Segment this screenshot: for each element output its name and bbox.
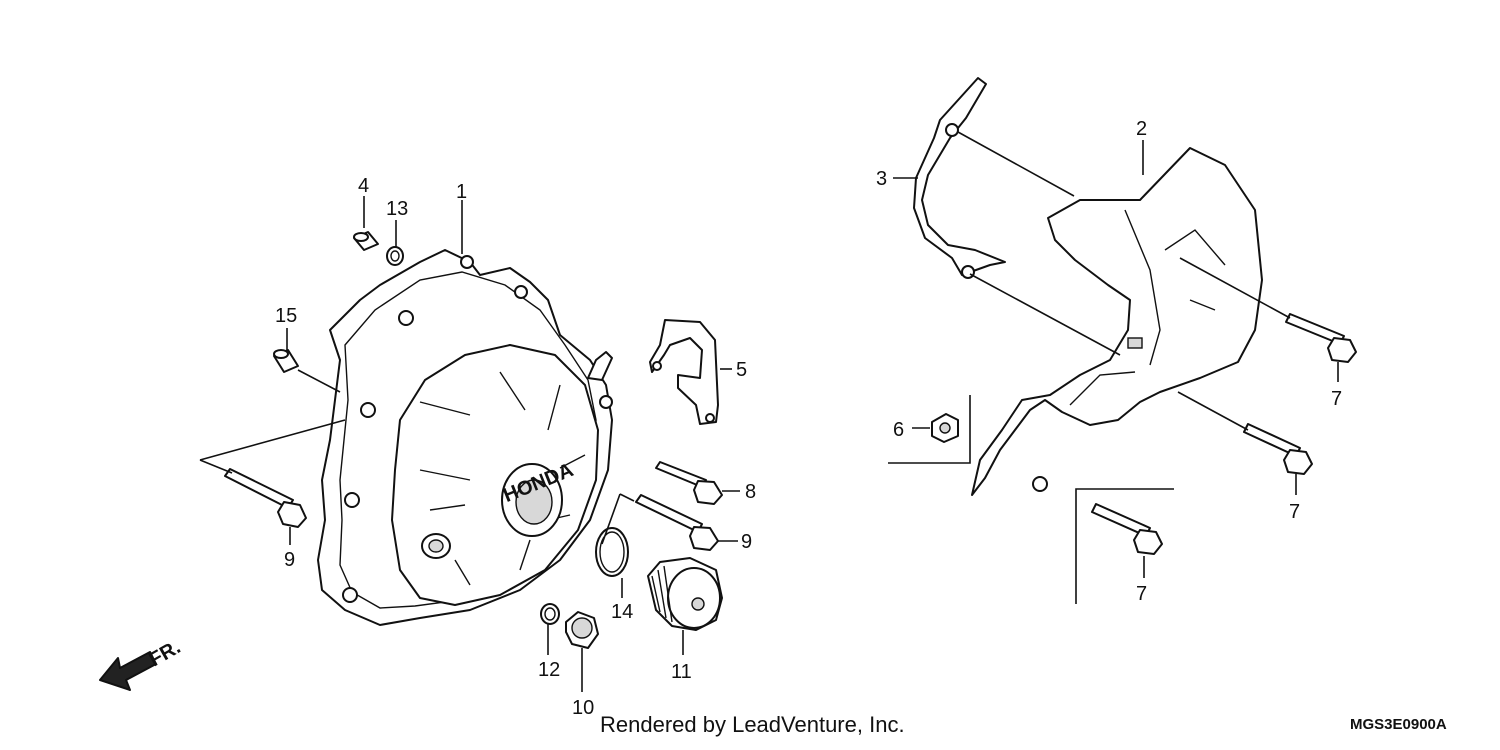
diagram-code: MGS3E0900A: [1350, 716, 1447, 733]
leader-lines-left: [199, 196, 740, 692]
dowel-pin-4[interactable]: [353, 231, 379, 251]
guard-cover-2[interactable]: [971, 147, 1263, 496]
bolt-7-lower[interactable]: [1091, 503, 1163, 555]
callout-1: 1: [456, 181, 467, 203]
callout-9-left: 9: [284, 549, 295, 571]
callout-7-lower: 7: [1136, 583, 1147, 605]
bolt-7-middle[interactable]: [1243, 423, 1313, 475]
generator-cover[interactable]: [317, 249, 613, 626]
callout-12: 12: [538, 659, 560, 681]
washer-12[interactable]: [540, 603, 560, 625]
stay-3[interactable]: [913, 77, 1006, 279]
o-ring-13[interactable]: [386, 246, 404, 266]
render-credit: Rendered by LeadVenture, Inc.: [600, 712, 905, 737]
callout-15: 15: [275, 305, 297, 327]
callout-labels: 1 2 3 4 5 6 7 7 7 8 9 9 10 11 12 13 14 1…: [275, 118, 1342, 719]
cap-11[interactable]: [647, 557, 723, 631]
callout-13: 13: [386, 198, 408, 220]
front-direction-arrow: [99, 651, 157, 691]
callout-9-right: 9: [741, 531, 752, 553]
callout-7-upper: 7: [1331, 388, 1342, 410]
callout-10: 10: [572, 697, 594, 719]
bolt-9-left[interactable]: [224, 468, 307, 528]
callout-14: 14: [611, 601, 633, 623]
bolt-8[interactable]: [655, 461, 723, 505]
callout-7-middle: 7: [1289, 501, 1300, 523]
callout-3: 3: [876, 168, 887, 190]
bolt-9-right[interactable]: [635, 494, 719, 551]
callout-5: 5: [736, 359, 747, 381]
dowel-pin-15[interactable]: [273, 349, 299, 373]
callout-8: 8: [745, 481, 756, 503]
callout-2: 2: [1136, 118, 1147, 140]
flange-bolt-6[interactable]: [931, 413, 959, 443]
callout-6: 6: [893, 419, 904, 441]
leader-lines-right: [888, 131, 1339, 604]
callout-4: 4: [358, 175, 369, 197]
callout-11: 11: [671, 661, 692, 683]
wire-guide-bracket-5[interactable]: [649, 319, 719, 425]
plug-bolt-10[interactable]: [565, 611, 599, 649]
o-ring-14[interactable]: [595, 527, 629, 577]
bolt-7-upper[interactable]: [1285, 313, 1357, 363]
